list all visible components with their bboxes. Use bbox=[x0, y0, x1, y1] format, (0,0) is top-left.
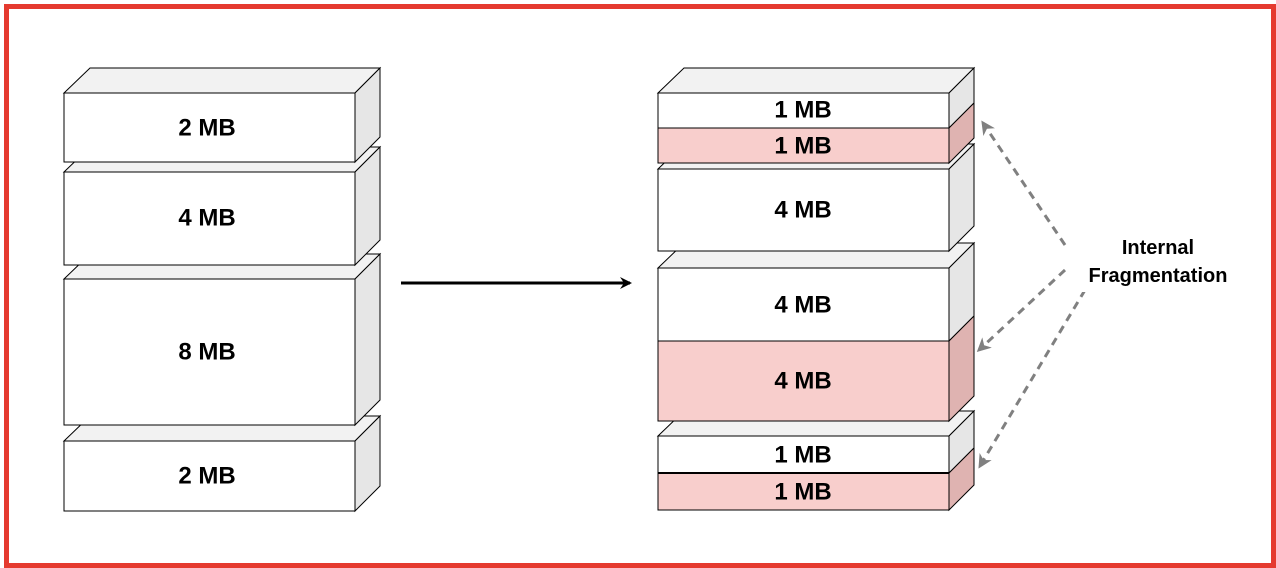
fragment-arrow-middle bbox=[976, 268, 1067, 353]
right-block-4-label: 4 MB bbox=[774, 292, 831, 319]
right-group-2: 4 MB 4 MB bbox=[656, 241, 976, 423]
right-block-6-label: 1 MB bbox=[774, 442, 831, 469]
right-block-4 bbox=[657, 267, 950, 342]
annotation-line-2: Fragmentation bbox=[1089, 265, 1228, 287]
right-group-1: 1 MB 1 MB bbox=[656, 66, 976, 165]
left-block-1-label: 2 MB bbox=[178, 115, 235, 142]
left-block-3-label: 8 MB bbox=[178, 339, 235, 366]
internal-fragmentation-label: Internal Fragmentation bbox=[1072, 232, 1244, 292]
left-block-2-label: 4 MB bbox=[178, 205, 235, 232]
right-block-6 bbox=[657, 435, 950, 474]
right-block-1 bbox=[657, 92, 950, 129]
diagram-frame bbox=[4, 4, 1276, 568]
right-block-3-label: 4 MB bbox=[774, 197, 831, 224]
right-block-3 bbox=[657, 168, 950, 252]
fragment-arrow-bottom bbox=[978, 289, 1087, 469]
left-block-4-label: 2 MB bbox=[178, 463, 235, 490]
right-block-5-label: 4 MB bbox=[774, 368, 831, 395]
right-memory-stack: 1 MB 1 MB 4 MB 4 MB 4 MB 1 MB bbox=[656, 66, 976, 512]
right-block-5-fragment bbox=[657, 340, 950, 422]
left-block-4: 2 MB bbox=[62, 414, 382, 513]
left-block-1: 2 MB bbox=[62, 66, 382, 164]
fragment-arrow-top bbox=[981, 120, 1067, 246]
left-memory-stack: 2 MB 8 MB 4 MB 2 MB bbox=[62, 66, 382, 513]
right-group-3: 1 MB 1 MB bbox=[656, 409, 976, 512]
right-block-7-label: 1 MB bbox=[774, 479, 831, 506]
annotation-line-1: Internal bbox=[1122, 237, 1194, 259]
left-block-2: 4 MB bbox=[62, 145, 382, 267]
fragmentation-arrows bbox=[976, 120, 1087, 469]
right-block-1-label: 1 MB bbox=[774, 97, 831, 124]
right-block-2-label: 1 MB bbox=[774, 133, 831, 160]
right-block-2-fragment bbox=[657, 127, 950, 164]
left-block-3: 8 MB bbox=[62, 252, 382, 427]
